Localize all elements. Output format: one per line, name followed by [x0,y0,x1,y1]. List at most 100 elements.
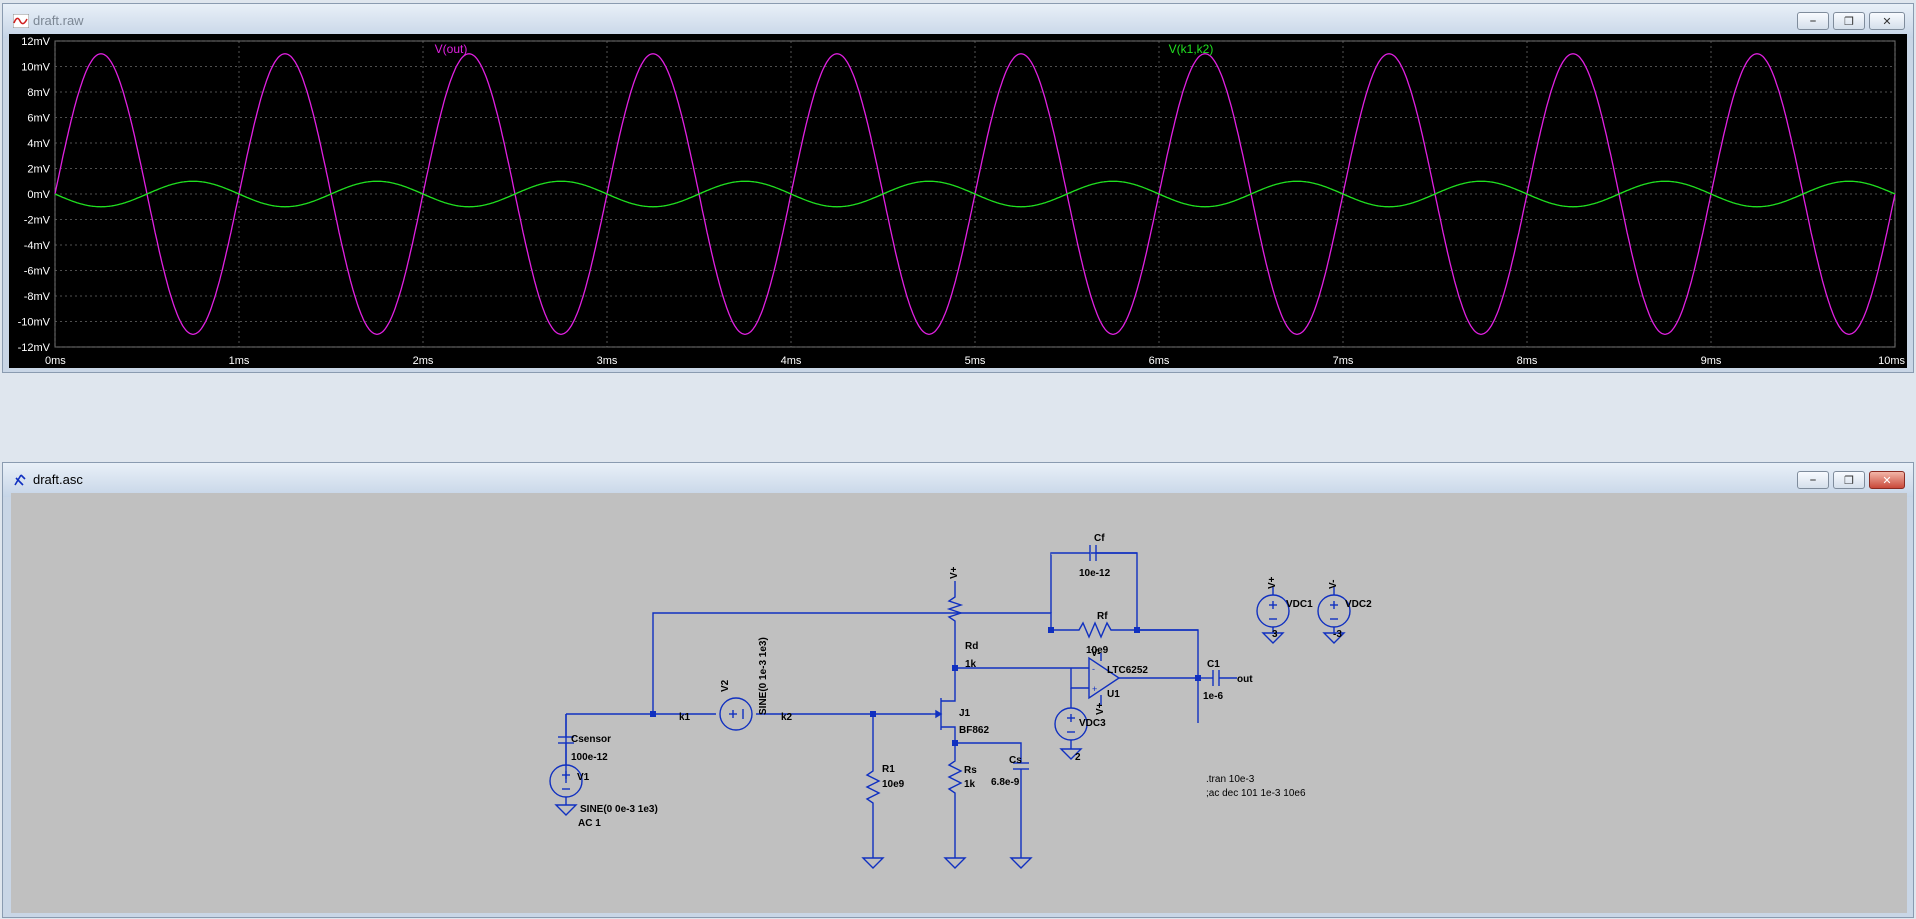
rd-value-label: 1k [965,659,977,670]
cf-name-label: Cf [1094,533,1105,544]
schematic-app-icon [14,474,26,486]
y-tick-label: -8mV [24,291,51,303]
rd-resistor[interactable] [946,581,964,668]
waveform-titlebar[interactable]: draft.raw ⎯ ❐ ✕ [3,4,1913,38]
vdc3-value-label: 2 [1075,752,1081,763]
series-line-vk1k2[interactable] [54,180,1896,208]
waveform-plot[interactable]: 12mV10mV8mV6mV4mV2mV0mV-2mV-4mV-6mV-8mV-… [9,34,1907,368]
schematic-drawing[interactable]: - + [11,493,1907,913]
y-tick-label: 4mV [27,138,50,150]
x-tick-label: 9ms [1701,355,1722,367]
x-tick-label: 2ms [413,355,434,367]
tran-directive[interactable]: .tran 10e-3 [1206,774,1255,785]
k2-node-label: k2 [781,712,793,723]
cs-value-label: 6.8e-9 [991,777,1020,788]
v2-name-label: V2 [720,679,731,692]
minimize-icon[interactable]: ⎯ [1797,471,1829,489]
schematic-window-title: draft.asc [33,472,83,487]
cf-capacitor[interactable] [1051,545,1137,561]
close-icon[interactable]: ✕ [1869,471,1905,489]
schematic-window[interactable]: draft.asc ⎯ ❐ ✕ [2,462,1914,918]
y-tick-label: 12mV [21,36,50,48]
vdc1-name-label: VDC1 [1286,599,1313,610]
vdc2-name-label: VDC2 [1345,599,1372,610]
x-tick-label: 7ms [1333,355,1354,367]
y-tick-label: 10mV [21,62,50,74]
j1-value-label: BF862 [959,725,989,736]
schematic-titlebar[interactable]: draft.asc ⎯ ❐ ✕ [3,463,1913,497]
schematic-canvas[interactable]: - + [11,493,1907,913]
ac-directive[interactable]: ;ac dec 101 1e-3 10e6 [1206,788,1306,799]
v2-source[interactable] [719,697,753,731]
cf-value-label: 10e-12 [1079,568,1111,579]
x-tick-label: 1ms [229,355,250,367]
vdc2-value-label: -3 [1333,629,1342,640]
c1-capacitor[interactable] [1198,670,1237,686]
vdc1-source[interactable] [1256,587,1290,644]
v1-name-label: V1 [577,772,590,783]
y-tick-label: -12mV [18,342,51,354]
out-node-label: out [1237,674,1253,685]
svg-text:-: - [1092,664,1095,674]
y-tick-label: -2mV [24,215,51,227]
close-icon[interactable]: ✕ [1869,12,1905,30]
vplus-node-label: V+ [949,566,960,579]
cs-name-label: Cs [1009,755,1022,766]
rs-name-label: Rs [964,765,977,776]
x-tick-label: 8ms [1517,355,1538,367]
j1-jfet[interactable] [931,668,956,743]
vdc2-source[interactable] [1317,587,1351,644]
v1-source[interactable] [549,764,583,816]
rf-resistor[interactable] [1051,621,1137,639]
minimize-icon[interactable]: ⎯ [1797,12,1829,30]
y-tick-label: 0mV [27,189,50,201]
csensor-capacitor[interactable] [558,714,574,765]
feedback-wires[interactable] [652,552,1199,723]
r1-resistor[interactable] [861,763,885,869]
y-tick-label: 2mV [27,164,50,176]
rf-value-label: 10e9 [1086,645,1109,656]
k1-node-label: k1 [679,712,691,723]
u1-vminus-label: V- [1091,648,1100,659]
rs-value-label: 1k [964,779,976,790]
x-tick-label: 5ms [965,355,986,367]
r1-value-label: 10e9 [882,779,905,790]
rs-resistor[interactable] [943,743,967,869]
maximize-icon[interactable]: ❐ [1833,471,1865,489]
y-tick-label: -6mV [24,266,51,278]
legend-label-vk1k2[interactable]: V(k1,k2) [1169,42,1214,56]
v2-value-label: SINE(0 1e-3 1e3) [758,637,769,715]
junction-dots [650,627,1201,746]
u1-name-label: U1 [1107,689,1120,700]
waveform-app-icon [13,14,29,28]
x-tick-label: 6ms [1149,355,1170,367]
rf-name-label: Rf [1097,611,1108,622]
c1-name-label: C1 [1207,659,1220,670]
waveform-window-title: draft.raw [33,13,84,28]
u1-vplus-label: V+ [1095,702,1106,715]
v1-value-label: SINE(0 0e-3 1e3) [580,804,658,815]
csensor-value-label: 100e-12 [571,752,608,763]
y-tick-label: -10mV [18,317,51,329]
svg-text:+: + [1092,684,1097,694]
j1-name-label: J1 [959,708,971,719]
u1-opamp[interactable]: - + [1071,653,1198,705]
vdc1-node-label: V+ [1267,576,1278,589]
maximize-icon[interactable]: ❐ [1833,12,1865,30]
x-tick-label: 4ms [781,355,802,367]
vdc1-value-label: 3 [1272,629,1278,640]
legend-label-vout[interactable]: V(out) [435,42,468,56]
y-tick-label: 6mV [27,113,50,125]
input-wires[interactable] [565,713,931,858]
cs-capacitor[interactable] [955,742,1033,869]
drain-wire[interactable] [955,667,1089,689]
vdc3-name-label: VDC3 [1079,718,1106,729]
x-tick-label: 0ms [45,355,66,367]
y-tick-label: -4mV [24,240,51,252]
csensor-name-label: Csensor [571,734,611,745]
vdc3-source[interactable] [1054,688,1088,760]
r1-name-label: R1 [882,764,895,775]
rd-name-label: Rd [965,641,978,652]
